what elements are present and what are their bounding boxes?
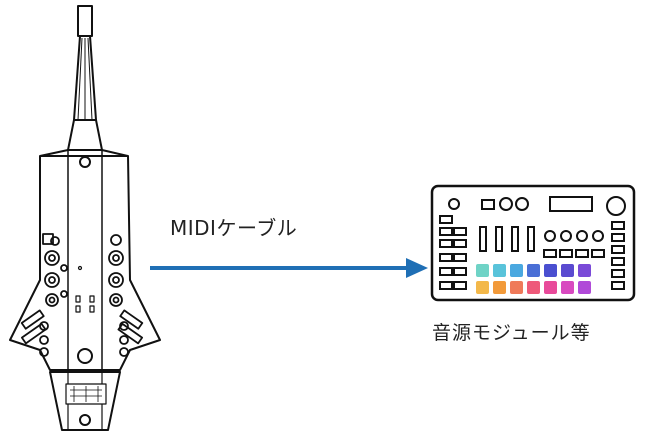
pad xyxy=(527,281,540,294)
pad xyxy=(510,281,523,294)
pad xyxy=(510,264,523,277)
pad xyxy=(476,281,489,294)
cable-label: MIDIケーブル xyxy=(170,216,298,240)
pad xyxy=(544,281,557,294)
pad xyxy=(561,281,574,294)
pad xyxy=(493,264,506,277)
pad xyxy=(578,281,591,294)
pad xyxy=(561,264,574,277)
pad xyxy=(527,264,540,277)
pad xyxy=(476,264,489,277)
pad xyxy=(544,264,557,277)
pad xyxy=(578,264,591,277)
pad xyxy=(493,281,506,294)
module-label: 音源モジュール等 xyxy=(432,322,591,344)
pad-grid xyxy=(476,264,591,294)
arrow-right-icon xyxy=(150,258,428,278)
sound-module-device-icon xyxy=(430,184,636,302)
wind-synth-controller-icon xyxy=(9,5,161,431)
